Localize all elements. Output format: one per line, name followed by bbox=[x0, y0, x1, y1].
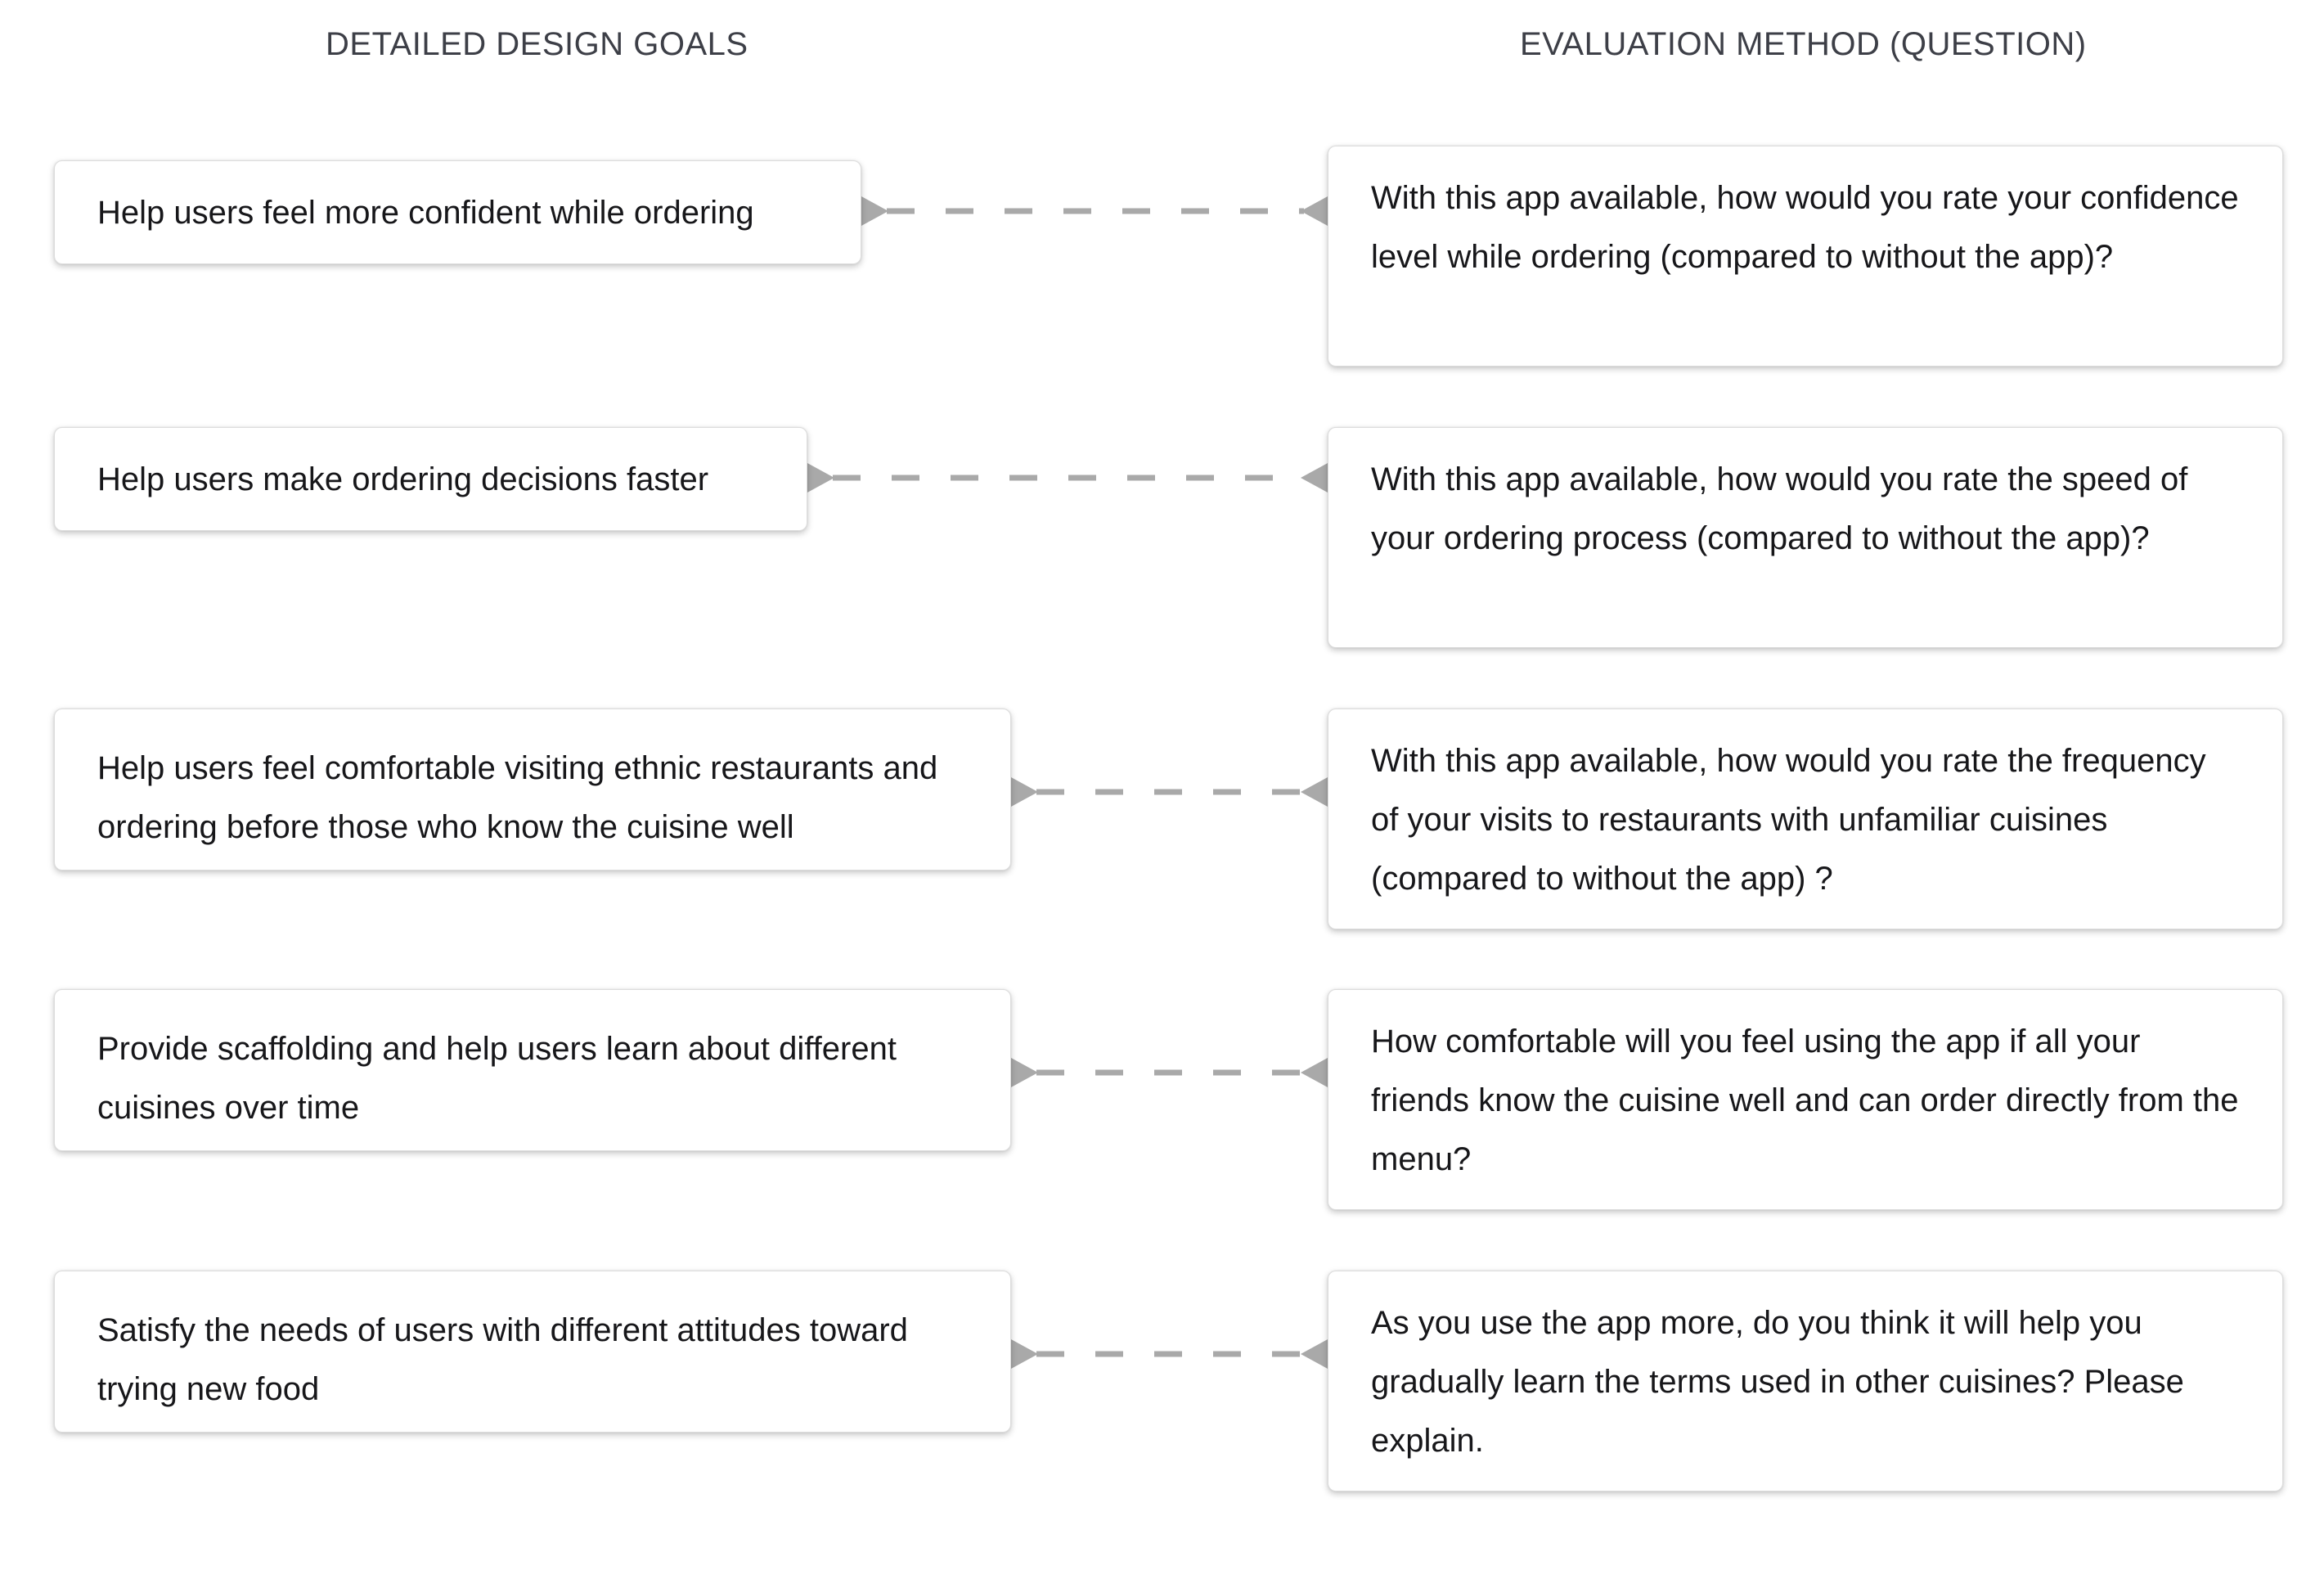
design-goal-text: Provide scaffolding and help users learn… bbox=[97, 1031, 897, 1126]
arrow-right-icon bbox=[1011, 777, 1038, 807]
design-goal-card: Help users feel comfortable visiting eth… bbox=[54, 709, 1011, 870]
evaluation-question-card: How comfortable will you feel using the … bbox=[1328, 989, 2283, 1210]
arrow-right-icon bbox=[1011, 1339, 1038, 1369]
arrow-right-icon bbox=[1011, 1058, 1038, 1087]
arrow-right-icon bbox=[807, 463, 834, 493]
evaluation-question-text: With this app available, how would you r… bbox=[1371, 743, 2206, 897]
design-goal-text: Satisfy the needs of users with differen… bbox=[97, 1312, 908, 1407]
evaluation-question-card: With this app available, how would you r… bbox=[1328, 146, 2283, 367]
evaluation-question-text: As you use the app more, do you think it… bbox=[1371, 1305, 2184, 1459]
evaluation-question-text: How comfortable will you feel using the … bbox=[1371, 1023, 2239, 1177]
connector-3 bbox=[1011, 1058, 1328, 1087]
connector-4 bbox=[1011, 1339, 1328, 1369]
design-goal-card: Help users make ordering decisions faste… bbox=[54, 427, 807, 531]
connector-1 bbox=[807, 463, 1328, 493]
arrow-left-icon bbox=[1301, 196, 1328, 226]
connector-2 bbox=[1011, 777, 1328, 807]
arrow-left-icon bbox=[1301, 463, 1328, 493]
arrow-left-icon bbox=[1301, 777, 1328, 807]
design-goal-text: Help users feel more confident while ord… bbox=[97, 194, 754, 231]
evaluation-question-card: With this app available, how would you r… bbox=[1328, 709, 2283, 929]
design-goal-card: Help users feel more confident while ord… bbox=[54, 160, 861, 264]
evaluation-method-header: EVALUATION METHOD (QUESTION) bbox=[1520, 26, 2087, 62]
design-goal-text: Help users feel comfortable visiting eth… bbox=[97, 750, 938, 845]
design-goal-card: Provide scaffolding and help users learn… bbox=[54, 989, 1011, 1151]
arrow-right-icon bbox=[861, 196, 888, 226]
arrow-left-icon bbox=[1301, 1339, 1328, 1369]
connector-0 bbox=[861, 196, 1328, 226]
design-goal-card: Satisfy the needs of users with differen… bbox=[54, 1271, 1011, 1433]
evaluation-question-text: With this app available, how would you r… bbox=[1371, 461, 2188, 556]
evaluation-question-text: With this app available, how would you r… bbox=[1371, 180, 2239, 275]
design-goals-header: DETAILED DESIGN GOALS bbox=[326, 26, 748, 62]
design-goal-text: Help users make ordering decisions faste… bbox=[97, 461, 709, 497]
evaluation-question-card: With this app available, how would you r… bbox=[1328, 427, 2283, 648]
arrow-left-icon bbox=[1301, 1058, 1328, 1087]
evaluation-question-card: As you use the app more, do you think it… bbox=[1328, 1271, 2283, 1491]
